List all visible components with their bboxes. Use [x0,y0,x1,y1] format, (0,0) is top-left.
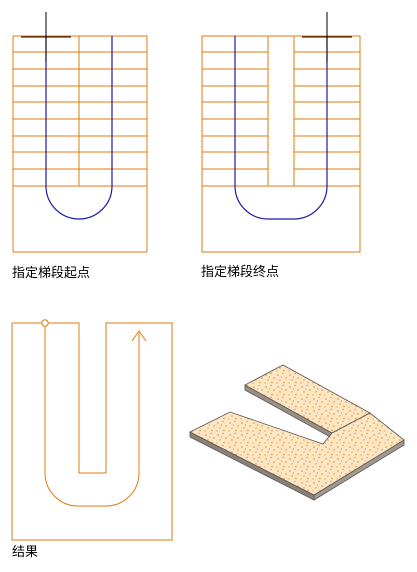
lower-flight-and-landing-top [189,411,405,496]
panel-result-3d [189,364,405,501]
walking-path [234,36,328,220]
panel-result-plan [11,319,173,541]
caption-specify-start: 指定梯段起点 [12,266,91,281]
direction-arrow-icon [131,330,147,342]
caption-result: 结果 [12,545,39,560]
stair-outline [201,35,361,253]
crosshair-cursor-icon [302,12,352,62]
crosshair-cursor-icon [21,12,71,62]
panel-specify-end [201,12,361,253]
tread-lines [13,51,147,187]
stair-outline [11,322,173,541]
caption-specify-end: 指定梯段终点 [201,265,280,280]
stair-outline [12,35,148,253]
walking-path [44,323,140,507]
walking-path [45,36,113,220]
panel-specify-start [12,12,148,253]
start-point-marker [41,319,49,327]
